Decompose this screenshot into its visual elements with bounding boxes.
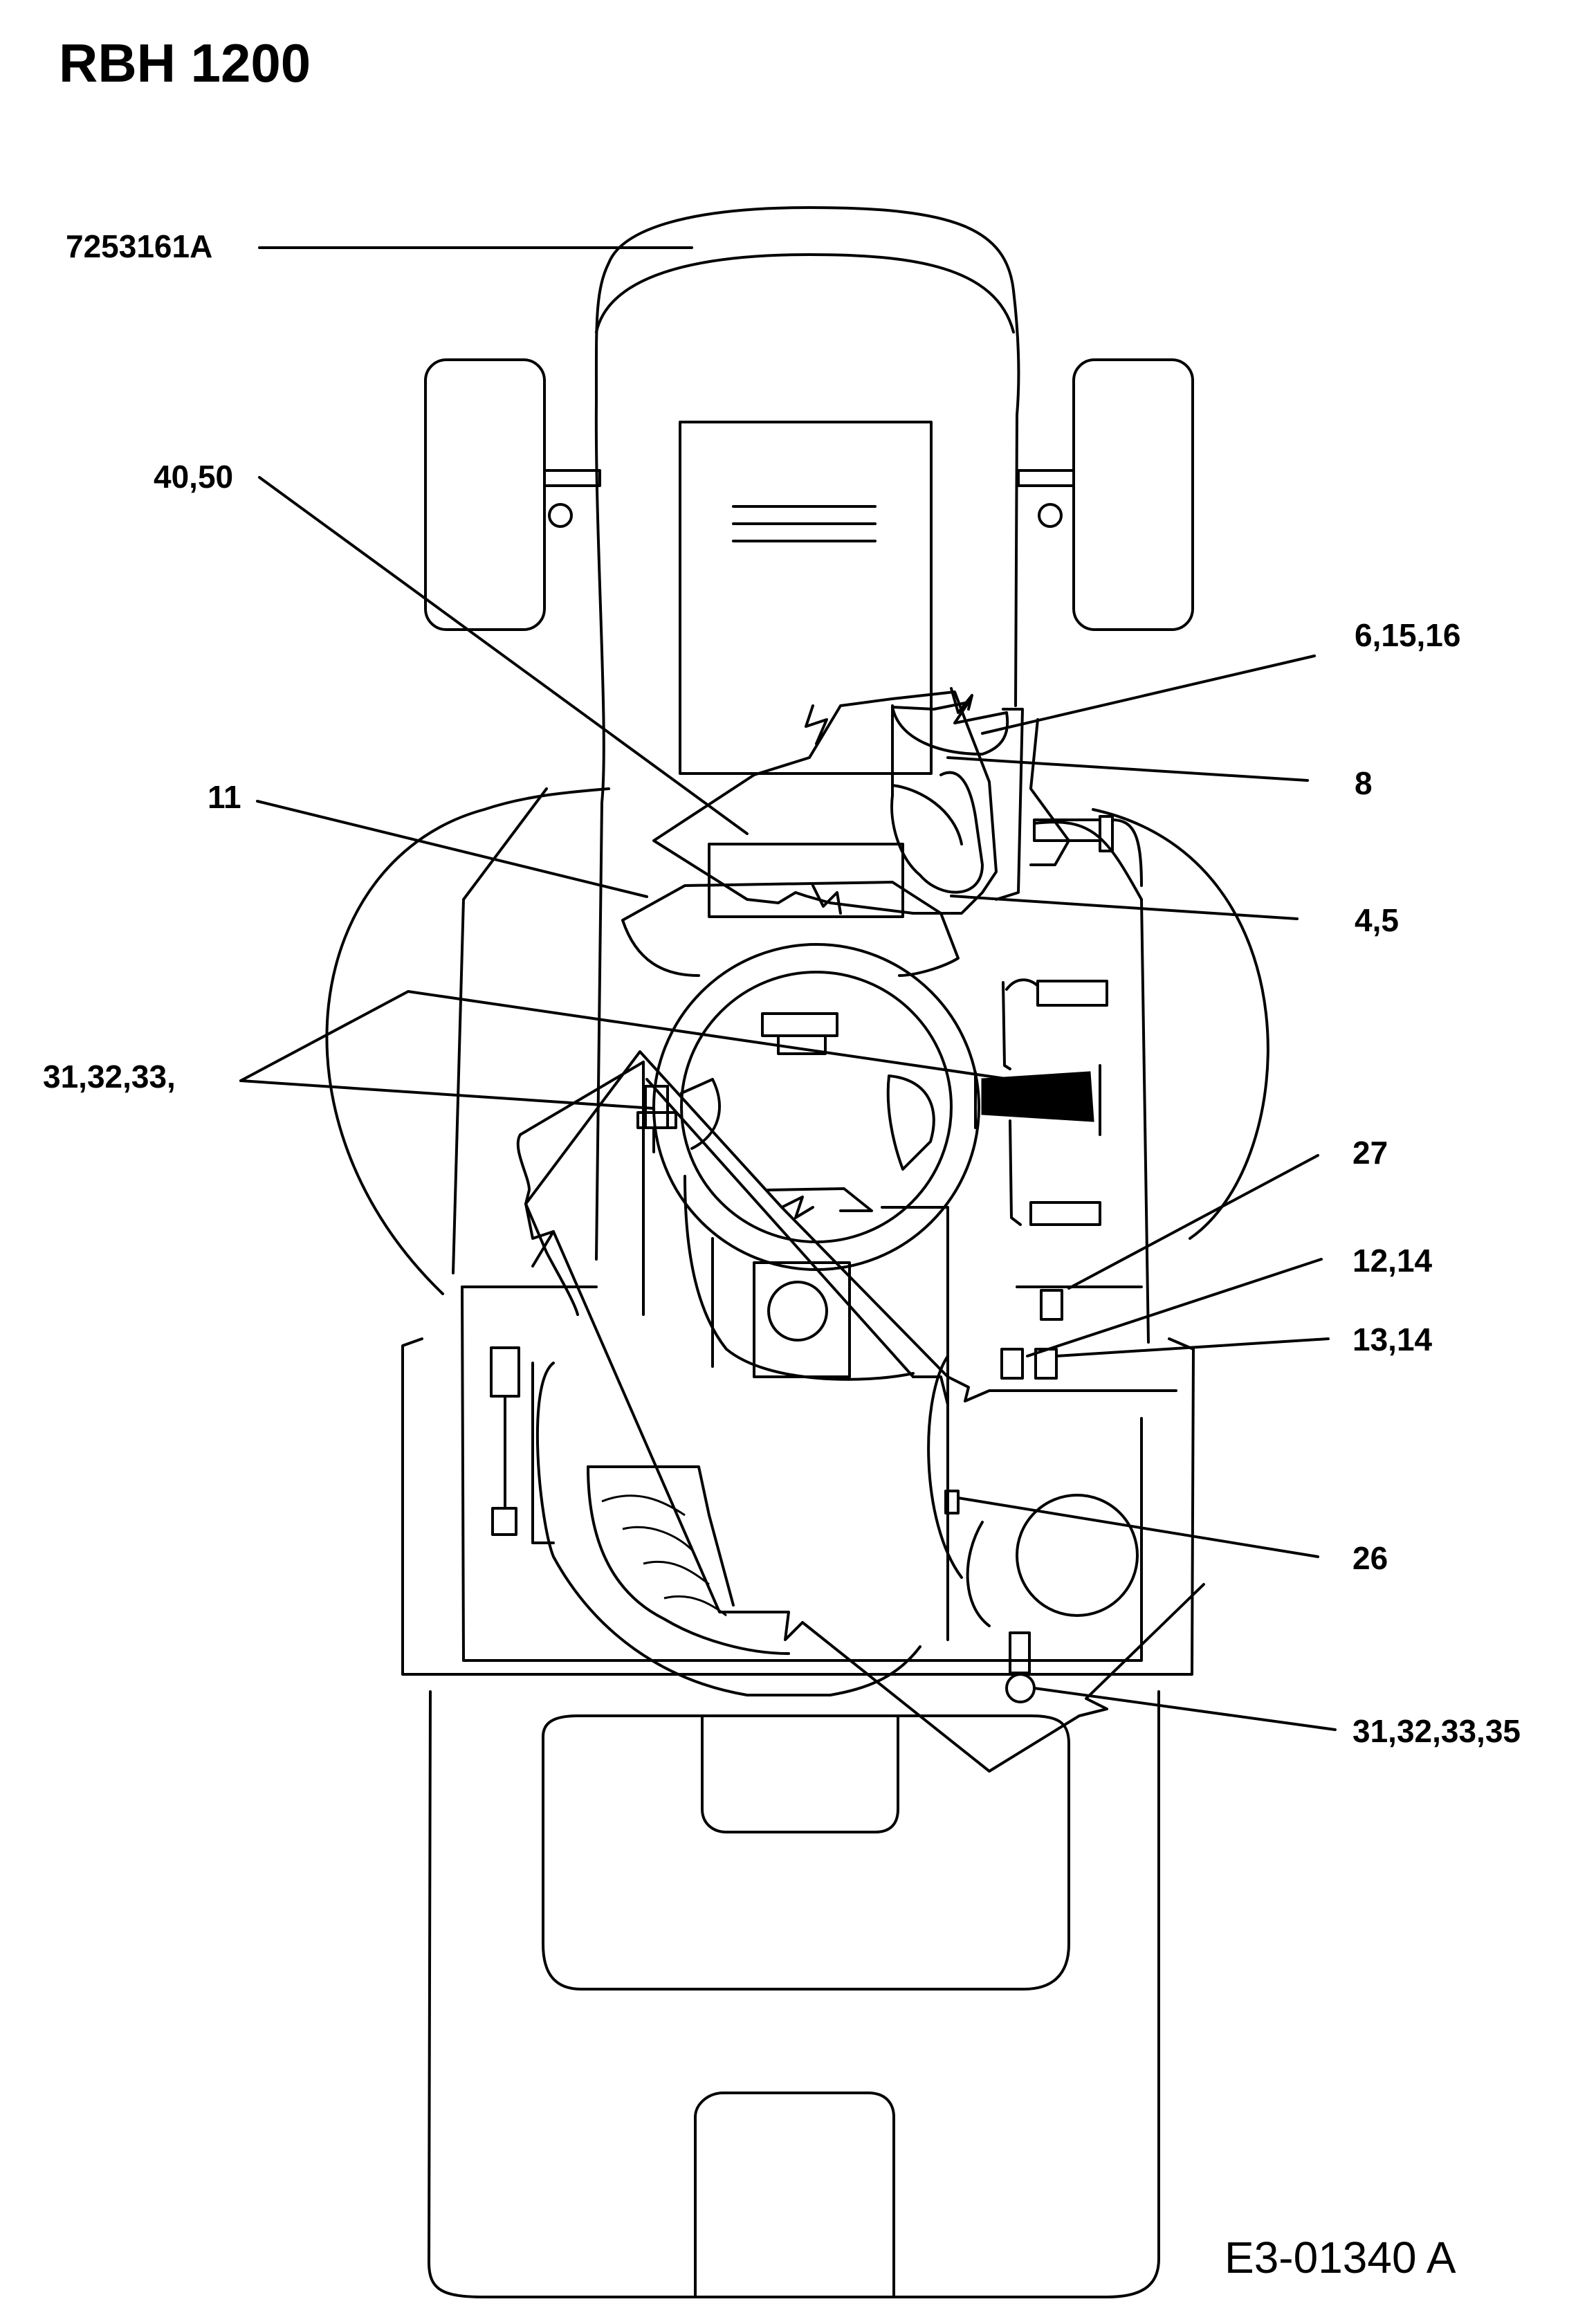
left-wiring (516, 1061, 949, 1406)
right-controls (974, 978, 1108, 1226)
page-title: RBH 1200 (59, 33, 311, 93)
callout-8: 8 (1355, 765, 1373, 801)
callout-labels: 7253161A 40,50 6,15,16 8 11 4,5 31,32,33… (43, 228, 1521, 1749)
callout-13-14: 13,14 (1352, 1321, 1433, 1357)
callout-11: 11 (208, 779, 241, 815)
engine-area (621, 701, 1143, 977)
leader-lines (239, 246, 1337, 1731)
callout-12-14: 12,14 (1352, 1243, 1433, 1279)
cutaway-outlines (524, 687, 1205, 1773)
steering-wheel (652, 943, 980, 1271)
front-wheels (424, 358, 1194, 631)
mower-deck (325, 787, 1269, 1344)
callout-27: 27 (1352, 1135, 1388, 1171)
hood (594, 206, 1020, 1261)
callout-hood: 7253161A (66, 228, 212, 264)
callout-31-32-33-left: 31,32,33, (43, 1059, 176, 1095)
drawing-code: E3-01340 A (1224, 2233, 1456, 2282)
rear-body (401, 1285, 1195, 1703)
callout-26: 26 (1352, 1540, 1388, 1576)
grass-collector (428, 1690, 1160, 2298)
callout-4-5: 4,5 (1355, 902, 1399, 938)
seat (535, 1355, 963, 1696)
callout-40-50: 40,50 (154, 459, 233, 495)
callout-6-15-16: 6,15,16 (1355, 617, 1460, 653)
callout-31-32-33-35: 31,32,33,35 (1352, 1713, 1521, 1749)
console (711, 1206, 949, 1641)
